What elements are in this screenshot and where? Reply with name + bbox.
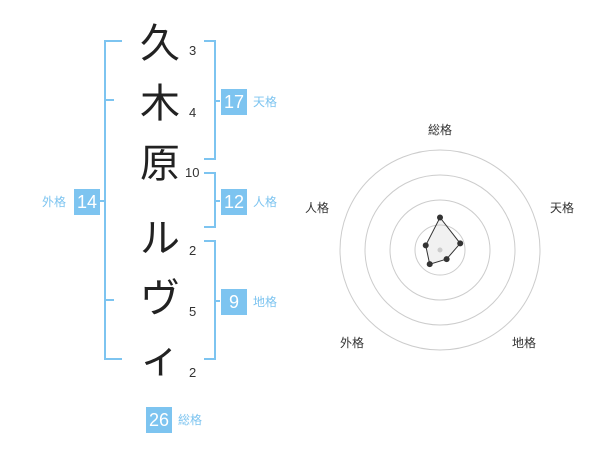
tenkaku-value-badge: 17 [221,89,247,115]
radar-axis-label-tenkaku: 天格 [550,201,575,215]
stroke-count-1: 3 [189,43,197,58]
gaikaku-bracket-tick-1 [104,99,114,101]
name-char-6: ィ [140,336,180,382]
radar-center [437,247,443,253]
name-char-4: ル [140,216,180,262]
gaikaku-bracket-tick-2 [104,299,114,301]
jinkaku-bracket-top [204,172,216,174]
radar-ring-2 [389,199,491,301]
tenkaku-label: 天格 [253,95,278,109]
chikaku-bracket-top [204,240,216,242]
radar-grid [339,149,541,351]
tenkaku-bracket-stub [214,100,220,102]
soukaku-value-badge: 26 [146,407,172,433]
stroke-count-6: 2 [189,365,197,380]
gaikaku-bracket-bottom [104,358,122,360]
name-char-2: 木 [140,81,180,127]
radar-axis-label-soukaku: 総格 [428,123,453,137]
radar-ring-3 [364,174,516,326]
radar-point-3 [443,256,450,263]
radar-point-4 [426,261,433,268]
jinkaku-bracket-bottom [204,226,216,228]
radar-points [422,214,464,268]
radar-point-1 [437,214,443,221]
radar-polygon [425,216,461,265]
stroke-count-3: 10 [185,165,200,180]
name-char-1: 久 [140,21,180,67]
gaikaku-label: 外格 [42,195,67,209]
chikaku-bracket-bottom [204,358,216,360]
radar-point-2 [457,240,464,247]
jinkaku-bracket-stub [214,200,220,202]
radar-point-5 [422,242,429,249]
gaikaku-bracket-stub [100,200,106,202]
name-char-3: 原 [140,141,180,187]
chikaku-value-badge: 9 [221,289,247,315]
gaikaku-bracket-top [104,40,122,42]
radar-axis-label-chikaku: 地格 [512,336,537,350]
stroke-count-5: 5 [189,304,197,319]
radar-axis-label-jinkaku: 人格 [305,201,330,215]
stroke-count-4: 2 [189,243,197,258]
tenkaku-bracket-bottom [204,158,216,160]
chikaku-bracket-stub [214,300,220,302]
gaikaku-value-badge: 14 [74,189,100,215]
chikaku-label: 地格 [253,295,278,309]
soukaku-label: 総格 [178,413,203,427]
radar-ring-1 [414,224,466,276]
jinkaku-label: 人格 [253,195,278,209]
tenkaku-bracket-top [204,40,216,42]
stroke-count-2: 4 [189,105,197,120]
radar-ring-4 [339,149,541,351]
name-char-5: ヴ [140,276,180,322]
radar-axis-label-gaikaku: 外格 [340,336,365,350]
jinkaku-value-badge: 12 [221,189,247,215]
